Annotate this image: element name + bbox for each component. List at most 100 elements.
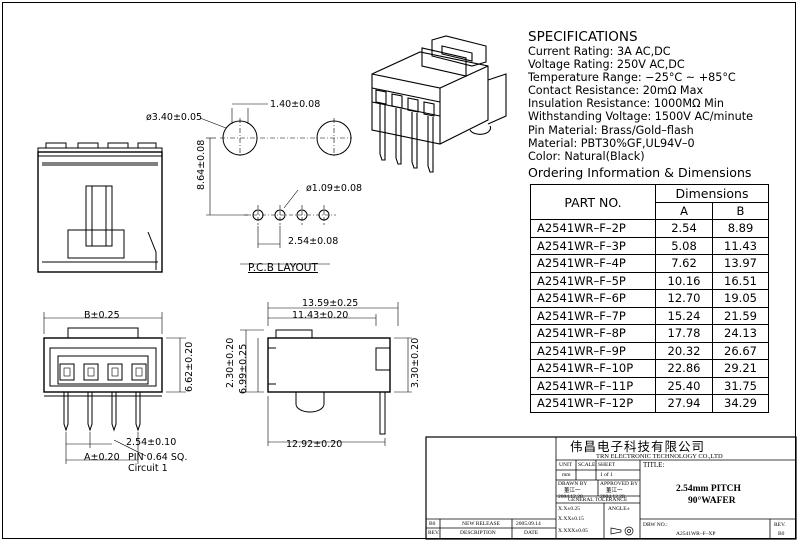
approved-by-name: 董江一 [606, 488, 623, 494]
pcb-layout-title: P.C.B LAYOUT [248, 262, 318, 274]
pcb-hole-small-dim: ø1.09±0.08 [306, 183, 363, 194]
title-label: TITLE: [643, 461, 665, 469]
table-cell-part: A2541WR–F–5P [530, 271, 656, 290]
table-cell-a: 15.24 [655, 306, 713, 325]
title-block [425, 436, 797, 540]
tolerance-1: X.X±0.25 [558, 506, 580, 512]
sheet-label: SHEET [598, 462, 616, 468]
tolerance-label: GENERAL TOLERANCE [568, 497, 628, 503]
table-cell-part: A2541WR–F–10P [530, 359, 656, 378]
revision-value: B0 [778, 531, 785, 537]
date-column-label: DATE [524, 530, 539, 536]
table-cell-b: 26.67 [712, 341, 769, 360]
pcb-width-dim: 1.40±0.08 [270, 99, 321, 110]
spec-line: Insulation Resistance: 1000MΩ Min [528, 97, 724, 111]
front-view-top [37, 142, 163, 273]
table-cell-part: A2541WR–F–3P [530, 236, 656, 255]
table-cell-a: 27.94 [655, 394, 713, 413]
spec-line: Color: Natural(Black) [528, 149, 645, 163]
table-cell-a: 2.54 [655, 219, 713, 238]
table-cell-b: 21.59 [712, 306, 769, 325]
side-bottom-dim: 12.92±0.20 [286, 439, 343, 450]
description-column-label: DESCRIPTION [460, 530, 496, 536]
unit-label: UNIT [559, 462, 573, 468]
table-cell-part: A2541WR–F–2P [530, 219, 656, 238]
pcb-height-dim: 8.64±0.08 [196, 139, 207, 190]
tolerance-2: X.XX±0.15 [558, 516, 584, 522]
drawn-by-name: 董江一 [564, 488, 581, 494]
table-cell-a: 7.62 [655, 254, 713, 273]
rev-column-label: REV. [428, 530, 440, 536]
table-cell-part: A2541WR–F–7P [530, 306, 656, 325]
scale-label: SCALE [578, 462, 596, 468]
side-view [240, 302, 412, 446]
front-view-bottom [43, 312, 186, 464]
front-pitch-dim: 2.54±0.10 [126, 437, 177, 448]
projection-symbol-icon [610, 523, 636, 536]
specifications-heading: SPECIFICATIONS [528, 29, 638, 45]
angle-label: ANGLE± [608, 506, 630, 512]
col-dimensions: Dimensions [655, 184, 769, 203]
drawing-number-value: A2541WR–F–XP [676, 531, 716, 537]
col-a: A [655, 201, 713, 220]
rev-date: 2005.09.14 [516, 521, 541, 527]
col-part-no: PART NO. [530, 184, 656, 220]
table-cell-a: 25.40 [655, 376, 713, 395]
table-cell-b: 16.51 [712, 271, 769, 290]
spec-line: Contact Resistance: 20mΩ Max [528, 84, 704, 98]
table-cell-part: A2541WR–F–8P [530, 324, 656, 343]
spec-line: Pin Material: Brass/Gold–flash [528, 123, 694, 137]
side-body-dim: 11.43±0.20 [292, 310, 349, 321]
circuit-note: Circuit 1 [128, 463, 168, 474]
ordering-heading: Ordering Information & Dimensions [528, 164, 752, 180]
spec-line: Withstanding Voltage: 1500V AC/minute [528, 110, 753, 124]
front-height-dim: 6.62±0.20 [184, 341, 195, 392]
table-cell-a: 22.86 [655, 359, 713, 378]
rev-code: B0 [429, 521, 436, 527]
side-overall-dim: 13.59±0.25 [302, 298, 359, 309]
col-b: B [712, 201, 769, 220]
side-h2-dim: 6.99±0.25 [238, 343, 249, 394]
title-line-1: 2.54mm PITCH [676, 484, 741, 494]
front-b-dim: B±0.25 [84, 310, 120, 321]
table-cell-b: 34.29 [712, 394, 769, 413]
table-cell-a: 20.32 [655, 341, 713, 360]
spec-line: Material: PBT30%GF,UL94V–0 [528, 136, 695, 150]
table-cell-b: 11.43 [712, 236, 769, 255]
unit-value: mm [562, 472, 571, 478]
spec-line: Voltage Rating: 250V AC,DC [528, 58, 685, 72]
pcb-pitch-dim: 2.54±0.08 [288, 236, 339, 247]
rev-description: NEW RELEASE [462, 521, 500, 527]
approved-by-label: APPROVED BY [600, 481, 639, 487]
table-cell-b: 31.75 [712, 376, 769, 395]
side-h1-dim: 2.30±0.20 [225, 337, 236, 388]
table-cell-part: A2541WR–F–6P [530, 289, 656, 308]
drawn-by-label: DRAWN BY [558, 481, 588, 487]
table-cell-a: 5.08 [655, 236, 713, 255]
title-line-2: 90°WAFER [688, 496, 736, 506]
table-cell-a: 12.70 [655, 289, 713, 308]
table-cell-b: 13.97 [712, 254, 769, 273]
table-cell-a: 10.16 [655, 271, 713, 290]
pin-note: PIN 0.64 SQ. [128, 452, 188, 463]
approved-date: 2004.12.28 [600, 494, 625, 500]
revision-label: REV. [774, 522, 786, 528]
table-cell-b: 19.05 [712, 289, 769, 308]
drawn-date: 2004.12.28 [558, 494, 583, 500]
table-cell-a: 17.78 [655, 324, 713, 343]
connector-isometric [371, 35, 507, 173]
table-cell-part: A2541WR–F–11P [530, 376, 656, 395]
drawing-number-label: DRW NO.: [643, 522, 668, 528]
table-cell-b: 8.89 [712, 219, 769, 238]
pcb-hole-large-dim: ø3.40±0.05 [146, 112, 203, 123]
